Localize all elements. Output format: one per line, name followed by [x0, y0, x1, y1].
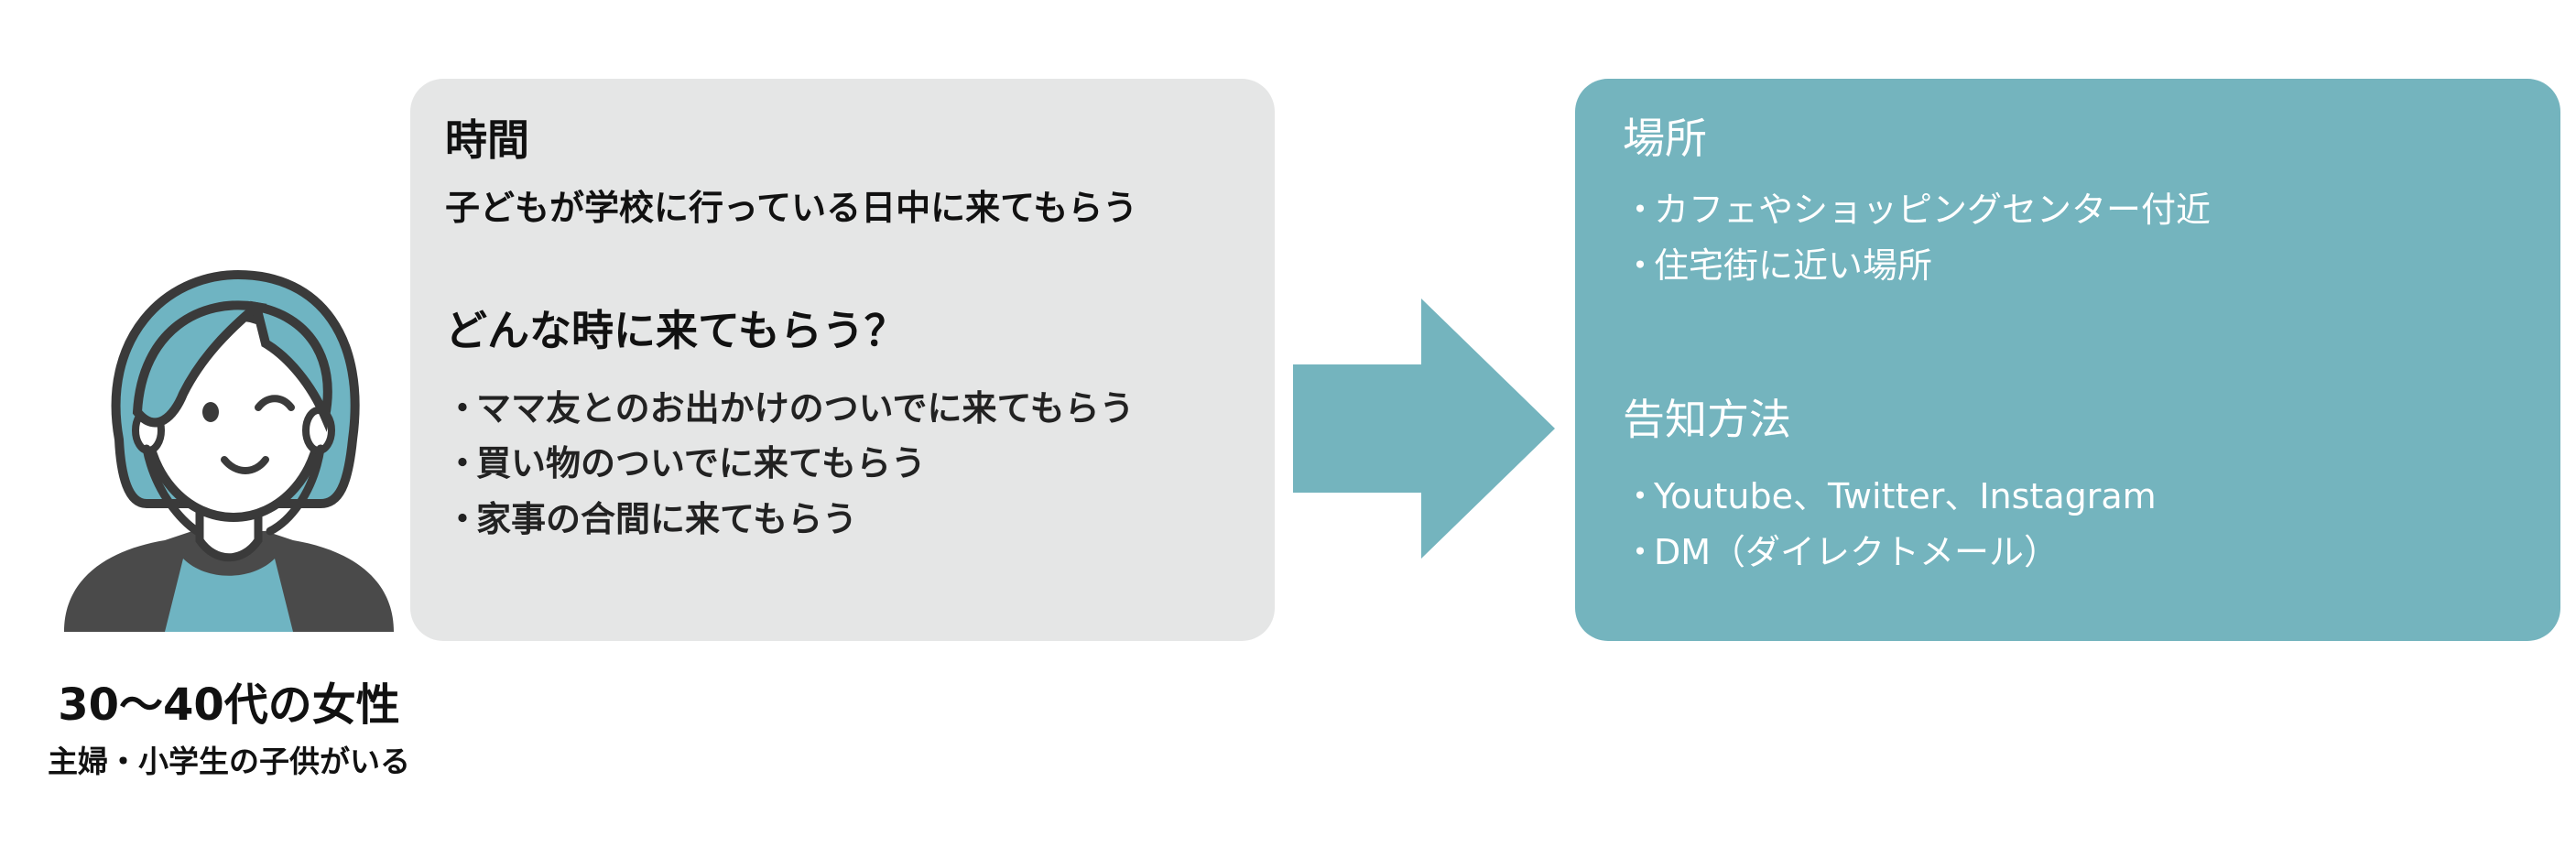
occasion-item-text: 買い物のついでに来てもらう [476, 443, 926, 484]
bullet-mark: ・ [1623, 190, 1658, 231]
place-list: ・カフェやショッピングセンター付近 ・住宅街に近い場所 [1623, 182, 2533, 294]
bullet-mark: ・ [1623, 531, 1658, 572]
list-item: ・ママ友とのお出かけのついでに来てもらう [445, 381, 1256, 437]
woman-avatar-icon [64, 269, 394, 632]
hair-strand-left [142, 444, 201, 536]
time-heading: 時間 [445, 115, 529, 165]
time-card: 時間 子どもが学校に行っている日中に来てもらう どんな時に来てもらう？ ・ママ友… [410, 79, 1275, 641]
mouth-smile [221, 456, 269, 474]
persona: 30〜40代の女性 主婦・小学生の子供がいる [18, 256, 440, 824]
occasion-item-text: 家事の合間に来てもらう [476, 499, 858, 540]
right-arrow-icon [1293, 299, 1555, 559]
place-item-text: 住宅街に近い場所 [1654, 244, 1933, 286]
bullet-mark: ・ [445, 499, 481, 540]
persona-name: 30〜40代の女性 [58, 679, 400, 731]
list-item: ・カフェやショッピングセンター付近 [1623, 182, 2533, 238]
bullet-mark: ・ [445, 387, 481, 429]
time-text: 子どもが学校に行っている日中に来てもらう [445, 188, 1138, 229]
bullet-mark: ・ [1623, 244, 1658, 286]
place-item-text: カフェやショッピングセンター付近 [1654, 190, 2212, 231]
hair-side [250, 300, 332, 432]
top-shape [165, 559, 293, 632]
eye-left [202, 402, 219, 422]
occasion-item-text: ママ友とのお出かけのついでに来てもらう [476, 387, 1135, 429]
bullet-mark: ・ [1623, 475, 1658, 516]
notice-item-text: DM（ダイレクトメール） [1654, 531, 2060, 572]
notice-list: ・Youtube、Twitter、Instagram ・DM（ダイレクトメール） [1623, 469, 2533, 581]
hair-strand-right [266, 444, 325, 536]
list-item: ・買い物のついでに来てもらう [445, 436, 1256, 492]
eye-right-wink [255, 395, 295, 411]
place-heading: 場所 [1623, 114, 1707, 163]
notice-heading: 告知方法 [1623, 394, 1791, 444]
place-card: 場所 ・カフェやショッピングセンター付近 ・住宅街に近い場所 告知方法 ・You… [1575, 79, 2560, 641]
occasion-question: どんな時に来てもらう？ [445, 306, 907, 356]
list-item: ・住宅街に近い場所 [1623, 238, 2533, 294]
occasion-list: ・ママ友とのお出かけのついでに来てもらう ・買い物のついでに来てもらう ・家事の… [445, 381, 1256, 548]
persona-description: 主婦・小学生の子供がいる [48, 744, 410, 779]
hair-bangs [132, 300, 267, 428]
bullet-mark: ・ [445, 443, 481, 484]
list-item: ・家事の合間に来てもらう [445, 492, 1256, 548]
list-item: ・Youtube、Twitter、Instagram [1623, 469, 2533, 525]
notice-item-text: Youtube、Twitter、Instagram [1654, 475, 2157, 516]
list-item: ・DM（ダイレクトメール） [1623, 525, 2533, 581]
